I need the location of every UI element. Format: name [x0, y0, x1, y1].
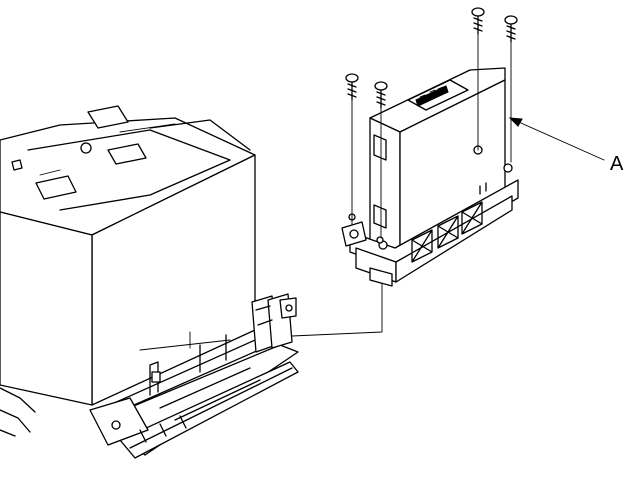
screw-3 — [472, 8, 484, 34]
callout-a: A — [510, 118, 624, 175]
screw-1 — [346, 74, 358, 100]
mounting-bracket — [90, 294, 298, 458]
callout-a-label: A — [610, 153, 624, 175]
main-housing — [0, 106, 255, 436]
control-unit-a — [342, 68, 518, 286]
alignment-lines — [292, 34, 511, 336]
screw-4 — [505, 16, 517, 42]
screw-2 — [375, 82, 387, 108]
